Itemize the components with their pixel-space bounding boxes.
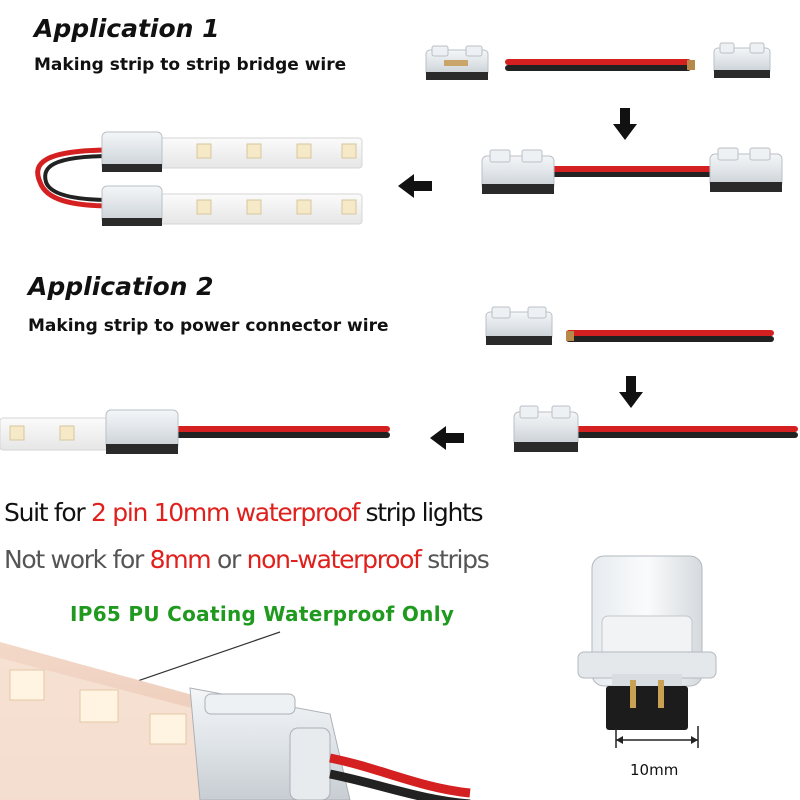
dimension-label: 10mm [630,761,679,779]
assembled-bridge-image [481,147,783,194]
not-work-text: Not work for 8mm or non-waterproof strip… [4,545,490,574]
suit-for-text: Suit for 2 pin 10mm waterproof strip lig… [4,498,484,527]
suit-prefix: Suit for [4,498,92,527]
suit-highlight: 2 pin 10mm waterproof [91,498,360,527]
strip-with-power-wire-image [0,409,390,454]
coating-label: IP65 PU Coating Waterproof Only [70,602,455,626]
closeup-strip-image [0,642,471,800]
application-2-title: Application 2 [28,272,214,301]
arrow-down-icon [613,108,637,140]
wire-image-1 [505,59,695,71]
bridged-strips-image [35,131,363,226]
not-middle: or [210,545,247,574]
wire-image-2 [566,330,774,342]
application-1-subtitle: Making strip to strip bridge wire [34,55,347,75]
application-2-subtitle: Making strip to power connector wire [28,316,389,336]
connector-image-2 [485,306,553,345]
not-highlight-nonwaterproof: non-waterproof [246,545,422,574]
arrow-left-icon [430,426,464,450]
connector-closeup-image [577,555,717,730]
suit-suffix: strip lights [358,498,484,527]
arrow-left-icon [398,174,432,198]
connector-image-1a [425,45,489,80]
not-suffix: strips [420,545,489,574]
not-prefix: Not work for [4,545,150,574]
dimension-marker [615,726,699,748]
not-highlight-8mm: 8mm [149,545,212,574]
assembled-power-connector-image [513,405,798,452]
application-1-title: Application 1 [34,14,220,43]
arrow-down-icon [619,376,643,408]
connector-image-1b [713,42,771,78]
